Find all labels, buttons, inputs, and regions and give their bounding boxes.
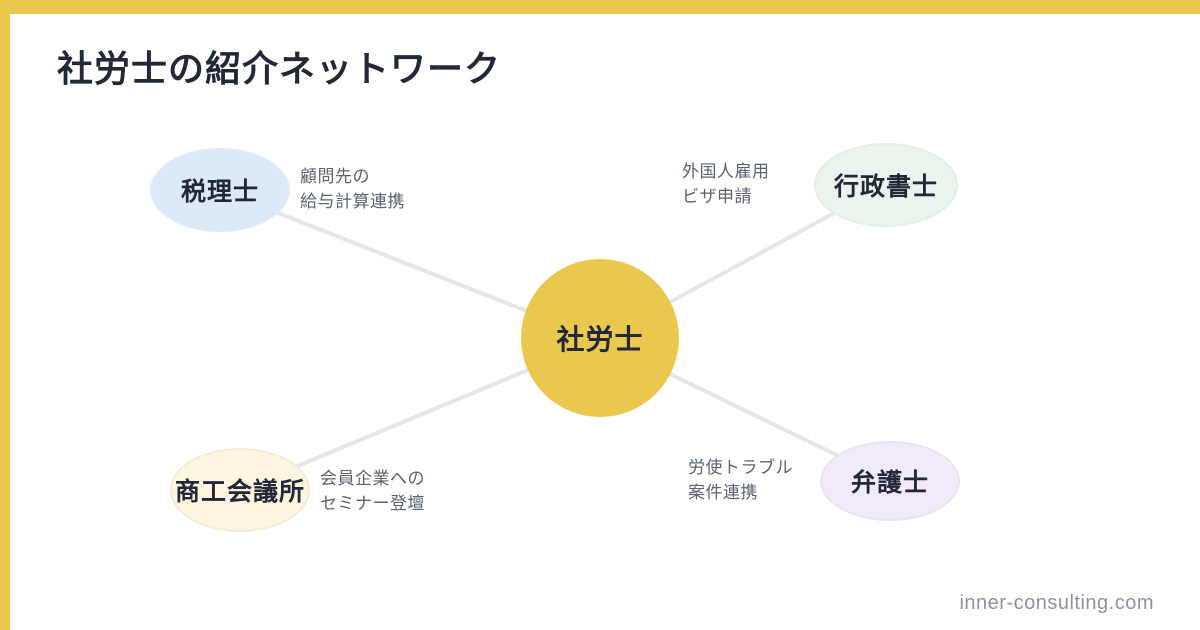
page-title: 社労士の紹介ネットワーク (57, 48, 502, 89)
node-chamber-of-commerce: 商工会議所 (170, 448, 310, 532)
node-tax-accountant: 税理士 (150, 148, 290, 232)
edge-label-tax-accountant: 顧問先の 給与計算連携 (300, 167, 405, 211)
edge-label-chamber-of-commerce: 会員企業への セミナー登壇 (320, 469, 425, 513)
node-sharoushi-label: 社労士 (556, 324, 644, 355)
accent-border-top (0, 0, 1200, 14)
edge-label-lawyer: 労使トラブル 案件連携 (688, 458, 793, 502)
node-lawyer-label: 弁護士 (850, 469, 929, 497)
node-lawyer: 弁護士 (820, 441, 960, 521)
node-administrative-scrivener-label: 行政書士 (833, 173, 938, 201)
node-tax-accountant-label: 税理士 (180, 178, 259, 206)
footer-url: inner-consulting.com (959, 592, 1154, 614)
node-chamber-of-commerce-label: 商工会議所 (174, 478, 305, 506)
accent-border-left (0, 0, 10, 630)
node-administrative-scrivener: 行政書士 (814, 143, 958, 227)
edge-label-administrative-scrivener: 外国人雇用 ビザ申請 (682, 162, 770, 206)
node-sharoushi: 社労士 (521, 259, 679, 417)
